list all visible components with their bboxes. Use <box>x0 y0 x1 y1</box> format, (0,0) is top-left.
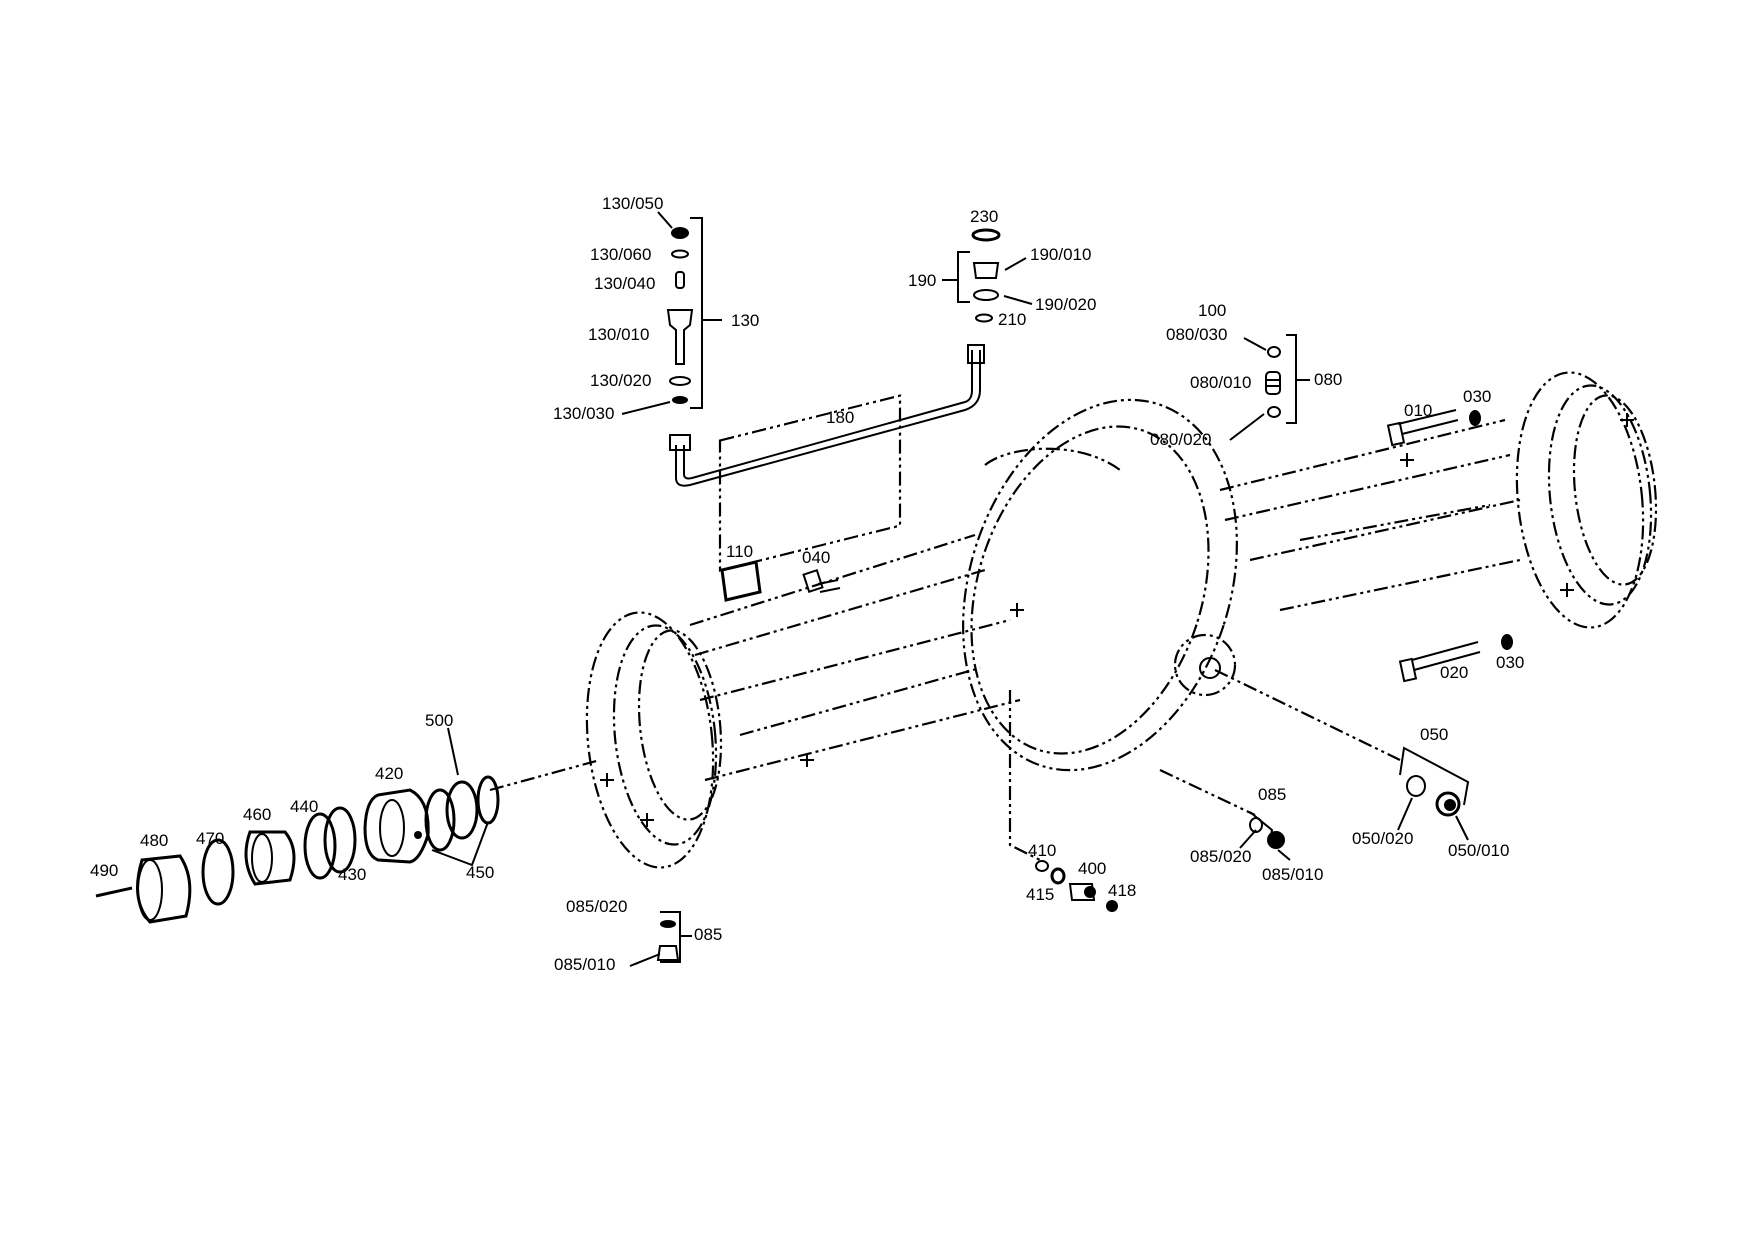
label-085-020-right: 085/020 <box>1190 847 1251 866</box>
label-080-030: 080/030 <box>1166 325 1227 344</box>
label-470: 470 <box>196 829 224 848</box>
label-100: 100 <box>1198 301 1226 320</box>
group-110-040: 110 040 <box>720 542 841 602</box>
label-130-040: 130/040 <box>594 274 655 293</box>
label-085-020-left: 085/020 <box>566 897 627 916</box>
label-190: 190 <box>908 271 936 290</box>
label-050-020: 050/020 <box>1352 829 1413 848</box>
label-190-010: 190/010 <box>1030 245 1091 264</box>
label-130-030: 130/030 <box>553 404 614 423</box>
label-490: 490 <box>90 861 118 880</box>
label-085-left: 085 <box>694 925 722 944</box>
label-080: 080 <box>1314 370 1342 389</box>
group-085-left: 085/020 085 085/010 <box>554 897 722 974</box>
label-030-upper: 030 <box>1463 387 1491 406</box>
explosion-leaders <box>489 669 1401 861</box>
label-420: 420 <box>375 764 403 783</box>
label-040: 040 <box>802 548 830 567</box>
label-460: 460 <box>243 805 271 824</box>
label-050: 050 <box>1420 725 1448 744</box>
label-210: 210 <box>998 310 1026 329</box>
label-085-010-right: 085/010 <box>1262 865 1323 884</box>
group-130: 130/050 130/060 130/040 130/010 130/020 … <box>553 194 759 423</box>
group-hub-left: 500 420 450 440 430 460 470 480 490 <box>90 711 500 924</box>
label-130-060: 130/060 <box>590 245 651 264</box>
label-085-right: 085 <box>1258 785 1286 804</box>
label-020: 020 <box>1440 663 1468 682</box>
group-breather: 410 415 400 418 <box>1026 841 1136 912</box>
group-085-right: 085 085/020 085/010 <box>1190 785 1323 884</box>
label-430: 430 <box>338 865 366 884</box>
label-500: 500 <box>425 711 453 730</box>
label-030-lower: 030 <box>1496 653 1524 672</box>
label-130-010: 130/010 <box>588 325 649 344</box>
group-190: 230 190/010 190 190/020 210 <box>908 207 1096 329</box>
label-230: 230 <box>970 207 998 226</box>
label-440: 440 <box>290 797 318 816</box>
label-450: 450 <box>466 863 494 882</box>
label-410: 410 <box>1028 841 1056 860</box>
group-050: 050 050/020 050/010 <box>1352 725 1509 860</box>
label-110: 110 <box>726 542 753 561</box>
label-080-020: 080/020 <box>1150 430 1211 449</box>
label-190-020: 190/020 <box>1035 295 1096 314</box>
label-050-010: 050/010 <box>1448 841 1509 860</box>
label-130: 130 <box>731 311 759 330</box>
label-180: 180 <box>826 408 854 427</box>
label-085-010-left: 085/010 <box>554 955 615 974</box>
label-130-020: 130/020 <box>590 371 651 390</box>
group-bolts: 010 030 020 030 <box>1386 387 1524 683</box>
pipe-180: 180 <box>669 344 985 487</box>
label-010: 010 <box>1404 401 1432 420</box>
label-080-010: 080/010 <box>1190 373 1251 392</box>
axle-housing <box>585 371 1658 869</box>
label-415: 415 <box>1026 885 1054 904</box>
label-400: 400 <box>1078 859 1106 878</box>
label-480: 480 <box>140 831 168 850</box>
label-130-050: 130/050 <box>602 194 663 213</box>
label-418: 418 <box>1108 881 1136 900</box>
group-080: 100 080/030 080/010 080/020 080 <box>1150 301 1342 449</box>
